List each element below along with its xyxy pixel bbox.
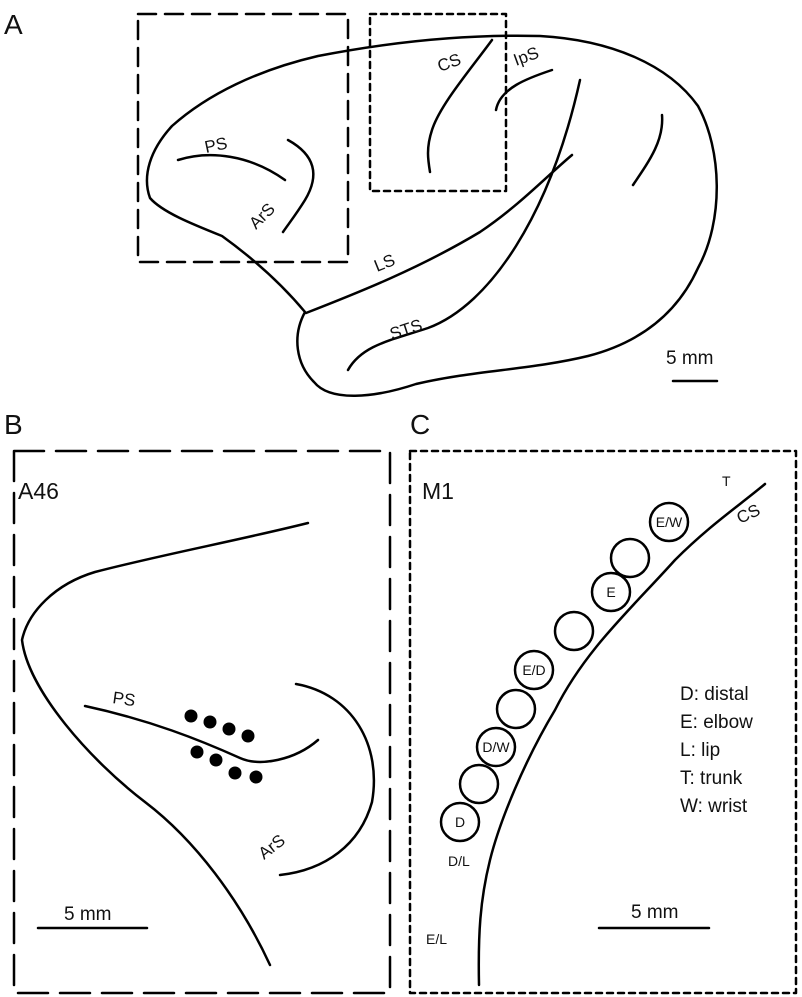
panel-b-letter: B — [4, 409, 23, 440]
scale-label-b: 5 mm — [64, 904, 112, 925]
site-label: E/D — [522, 662, 545, 678]
site-circle — [553, 610, 595, 652]
a46-frame — [12, 449, 392, 995]
scale-label-a: 5 mm — [666, 348, 714, 369]
site-circle — [609, 537, 651, 579]
site-circle — [590, 571, 632, 613]
ips-sulcus — [494, 68, 554, 112]
label-sts: STS — [387, 316, 424, 344]
b-ars-sulcus — [278, 682, 376, 877]
legend: D: distal E: elbow L: lip T: trunk W: wrist — [680, 684, 753, 817]
ps-sulcus — [176, 154, 287, 182]
site-circle — [495, 688, 537, 730]
site-circle — [475, 726, 517, 768]
b-outline — [20, 521, 310, 967]
ars-sulcus — [281, 138, 315, 234]
legend-item: W: wrist — [680, 796, 748, 817]
c-cs-sulcus — [477, 482, 767, 987]
recording-dot — [228, 766, 242, 780]
ls-sulcus — [304, 153, 574, 315]
label-ls: LS — [371, 250, 397, 275]
site-circle — [458, 763, 500, 805]
site-label: D/W — [482, 739, 510, 755]
site-circle — [513, 649, 555, 691]
sts-sulcus — [346, 78, 582, 372]
label-cs: CS — [435, 50, 464, 76]
recording-sites — [184, 709, 263, 784]
label-el: E/L — [426, 931, 447, 947]
recording-dot — [249, 770, 263, 784]
label-ips: IpS — [511, 43, 541, 70]
recording-dot — [241, 729, 255, 743]
recording-dot — [190, 745, 204, 759]
recording-dot — [209, 753, 223, 767]
recording-dot — [184, 709, 198, 723]
m1-sites: E/W E E/D D/W D — [439, 501, 690, 843]
label-ps: PS — [203, 134, 229, 157]
recording-dot — [203, 715, 217, 729]
m1-frame — [408, 449, 798, 995]
posterior-sulcus-1 — [631, 113, 664, 187]
brain-outline — [145, 34, 718, 397]
site-label: E/W — [656, 514, 683, 530]
legend-item: T: trunk — [680, 768, 743, 789]
cs-sulcus — [426, 38, 494, 174]
area-label-m1: M1 — [422, 478, 454, 504]
recording-dot — [222, 722, 236, 736]
panel-c-letter: C — [410, 409, 430, 440]
site-circle — [439, 801, 481, 843]
label-t: T — [722, 473, 731, 489]
legend-item: D: distal — [680, 684, 749, 705]
label-ars: ArS — [245, 199, 278, 232]
b-label-ps: PS — [111, 688, 136, 710]
site-circle — [648, 501, 690, 543]
scale-label-c: 5 mm — [631, 902, 679, 923]
area-label-a46: A46 — [18, 478, 59, 504]
label-dl: D/L — [448, 853, 470, 869]
panel-a-letter: A — [4, 9, 23, 40]
m1-region-box — [368, 12, 508, 193]
a46-region-box — [136, 12, 350, 264]
site-label: E — [606, 584, 615, 600]
b-ps-sulcus — [83, 704, 320, 764]
legend-item: E: elbow — [680, 712, 753, 733]
site-label: D — [455, 814, 465, 830]
legend-item: L: lip — [680, 740, 720, 761]
b-label-ars: ArS — [255, 831, 289, 863]
